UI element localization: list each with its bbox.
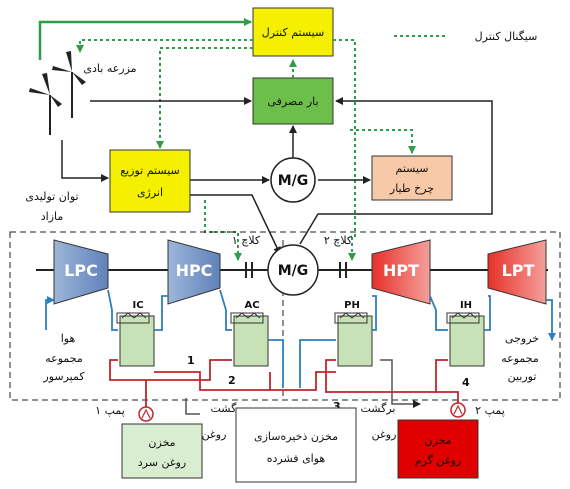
wind-turbine-icon (29, 51, 86, 135)
clutch2-label: کلاچ ۲ (324, 234, 353, 247)
turbine-set-label-1: مجموعه (501, 352, 539, 365)
lpc-to-ic (107, 289, 118, 331)
energy-distribution-label-2: انرژی (137, 186, 163, 199)
lpt-turbine (487, 239, 547, 305)
hot-oil-tank (397, 419, 479, 479)
cold-tank-label-1: مخزن (148, 436, 175, 449)
oil-return-right (380, 359, 421, 408)
hot-oil-to-tank (269, 371, 336, 391)
cold-oil-to-ac (146, 359, 232, 381)
exhaust-line (546, 299, 556, 341)
compressor-set-label-2: کمپرسور (42, 370, 85, 383)
air-label: هوا (61, 332, 76, 345)
tank-to-ph (299, 339, 336, 388)
dist-to-bottom-mg-line (190, 194, 281, 255)
oil-return-left-label-2: روغن (202, 428, 227, 441)
clutch1-icon (245, 262, 253, 278)
bottom-mg-label: M/G (278, 263, 309, 279)
pump2-icon (450, 402, 466, 418)
ph-label: PH (344, 300, 360, 311)
hot-tank-to-ph (435, 359, 459, 410)
pump1-icon (138, 406, 154, 422)
plant-frame (9, 231, 561, 401)
hpc-label: HPC (176, 261, 213, 280)
ic-label: IC (132, 300, 143, 311)
ih-exchanger (446, 312, 485, 367)
signal-to-clutch2 (333, 39, 356, 261)
ac-label: AC (244, 300, 259, 311)
hpt-to-ih (429, 295, 448, 331)
control-system-box (252, 7, 334, 57)
hot-tank-to-ih (325, 359, 436, 393)
node-2: 2 (228, 374, 236, 387)
air-inlet (45, 296, 55, 330)
control-system-label: سیستم کنترل (262, 26, 324, 39)
cold-oil-to-ic (109, 359, 147, 410)
exhaust-label: خروجی (505, 332, 539, 345)
ih-label: IH (460, 300, 472, 311)
top-mg-label: M/G (278, 173, 309, 189)
pump1-label: پمپ ۱ (95, 404, 125, 417)
clutch1-label: کلاچ ۱ (232, 234, 261, 247)
hpc-compressor (167, 239, 221, 305)
ic-exchanger (116, 312, 155, 367)
energy-distribution-box (109, 149, 191, 213)
energy-distribution-label-1: سیستم توزیع (120, 164, 179, 177)
hpt-label: HPT (383, 261, 419, 280)
lpc-label: LPC (64, 261, 98, 280)
caes-tank-label-2: هوای فشرده (267, 452, 326, 465)
signal-to-dist (156, 47, 253, 149)
ac-to-tank (268, 339, 284, 388)
wind-farm-label: مزرعه بادی (83, 62, 136, 75)
compressor-set-label-1: مجموعه (45, 352, 83, 365)
hot-tank-label-2: روغن گرم (415, 454, 461, 467)
signal-to-flywheel (350, 129, 416, 154)
turbine-set-label-2: توربین (508, 370, 537, 383)
caes-tank (235, 407, 357, 483)
hot-oil-collect (154, 371, 270, 391)
signal-to-wind (76, 39, 253, 53)
lpc-compressor (53, 239, 109, 305)
caes-tank-label-1: مخزن ذخیره‌سازی (254, 430, 338, 443)
flywheel-box (371, 155, 453, 201)
wind-to-dist-line (61, 140, 109, 182)
cold-oil-tank (121, 423, 203, 479)
mg-bottom-to-load-line (299, 97, 493, 245)
ph-exchanger (334, 312, 373, 367)
pump2-label: پمپ ۲ (475, 404, 505, 417)
flywheel-label-2: چرخ طیار (389, 182, 434, 195)
flywheel-label-1: سیستم (396, 162, 429, 175)
oil-return-right-label-1: برگشت (361, 402, 396, 415)
cold-tank-label-2: روغن سرد (138, 456, 186, 469)
node-3: 3 (333, 400, 341, 413)
oil-return-right-label-2: روغن (372, 428, 397, 441)
consumer-load-box (252, 77, 334, 125)
bottom-mg-circle (267, 244, 319, 296)
lpt-label: LPT (502, 261, 535, 280)
hot-tank-label-1: مخزن (424, 434, 451, 447)
ih-to-lpt (484, 295, 491, 331)
hpt-turbine (371, 239, 431, 305)
oil-return-left (185, 398, 200, 415)
hpc-to-ac (219, 289, 232, 331)
ph-to-hpt (372, 295, 377, 331)
consumer-load-label: بار مصرفی (267, 95, 318, 108)
surplus-power-label-1: توان تولیدی (25, 190, 78, 203)
wind-signal-line (38, 18, 252, 60)
node-1: 1 (187, 354, 195, 367)
surplus-power-label-2: مازاد (41, 210, 64, 223)
ic-to-hpc (154, 295, 168, 331)
clutch2-icon (339, 262, 347, 278)
ac-exchanger (230, 312, 269, 367)
legend-signal-label: سیگنال کنترل (475, 30, 538, 43)
node-4: 4 (462, 376, 470, 389)
